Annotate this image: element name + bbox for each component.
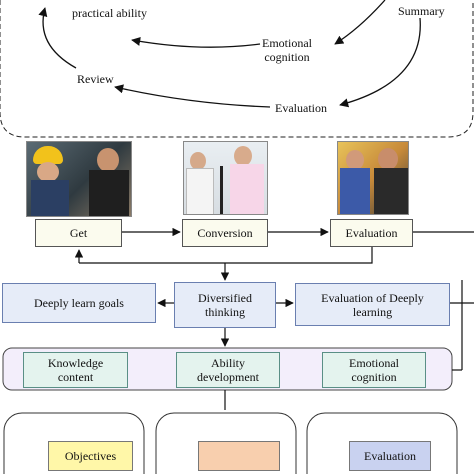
bottom-frame-right <box>306 412 458 474</box>
conversion-box: Conversion <box>182 219 268 247</box>
student2-face-shape <box>234 146 252 166</box>
get-box: Get <box>35 219 122 247</box>
cycle-label-evaluation: Evaluation <box>275 101 327 115</box>
photo-inspection-evaluation <box>337 141 409 215</box>
student-body-shape <box>186 168 214 214</box>
photo-lab-conversion <box>183 141 268 215</box>
worker-face-shape <box>37 162 59 182</box>
hardhat-shape <box>33 146 63 164</box>
emotional-cognition-box: Emotional cognition <box>322 352 426 388</box>
teacher-body-shape <box>89 170 129 216</box>
inspector-body-shape <box>340 168 370 214</box>
cycle-label-practical-ability: practical ability <box>72 6 147 20</box>
diversified-thinking-box: Diversified thinking <box>174 282 276 328</box>
teacher-face-shape <box>97 148 119 172</box>
arrow-practical-up <box>38 7 77 69</box>
photo-workshop-get <box>26 141 132 217</box>
peach-box <box>198 441 280 471</box>
student-face-shape <box>190 152 206 170</box>
supervisor-face-shape <box>378 148 398 170</box>
bottom-frame-middle <box>155 412 297 474</box>
top-dashed-frame <box>0 0 474 138</box>
cycle-label-review: Review <box>77 72 114 86</box>
arrow-summary-to-emotional <box>334 0 386 45</box>
arrow-emotional-to-practical <box>131 36 261 48</box>
inspector-face-shape <box>346 150 364 170</box>
ability-development-box: Ability development <box>176 352 280 388</box>
bottom-evaluation-box: Evaluation <box>349 441 431 471</box>
supervisor-body-shape <box>374 168 408 214</box>
tripod-shape <box>220 166 223 214</box>
worker-body-shape <box>31 180 69 216</box>
bottom-frame-left <box>3 412 145 474</box>
arrow-eval-to-review <box>114 84 271 108</box>
knowledge-content-box: Knowledge content <box>23 352 128 388</box>
evaluation-box: Evaluation <box>330 219 413 247</box>
evaluation-of-deeply-learning-box: Evaluation of Deeply learning <box>295 283 450 326</box>
cycle-label-emotional-cognition: Emotional cognition <box>262 36 312 64</box>
deeply-learn-goals-box: Deeply learn goals <box>2 283 156 323</box>
arrow-summary-to-evaluation <box>339 17 421 108</box>
cycle-label-summary: Summary <box>398 4 445 18</box>
objectives-box: Objectives <box>48 441 133 471</box>
student2-body-shape <box>230 164 264 214</box>
